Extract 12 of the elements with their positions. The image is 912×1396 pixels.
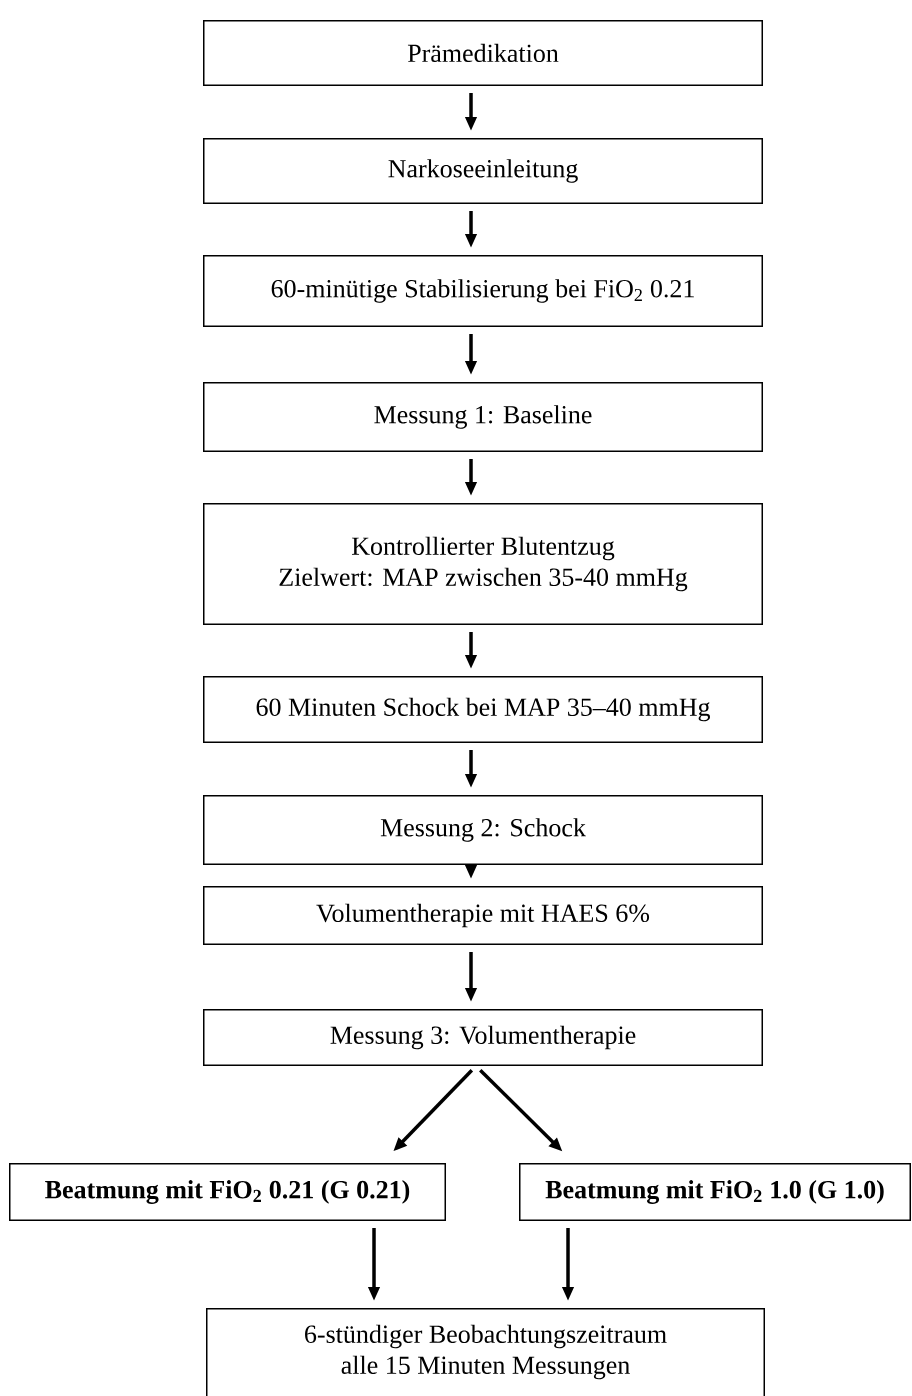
process-box: 6-stündiger Beobachtungszeitraum alle 15 Minuten Messungen [206,1308,765,1396]
process-box: Beatmung mit FiO$_{2}$ 0.21 (G 0.21) [9,1163,446,1221]
process-box: Messung 3: Volumentherapie [203,1009,763,1066]
process-box: Narkoseeinleitung [203,138,763,204]
process-box: Kontrollierter Blutentzug Zielwert: MAP zwischen 35-40 mmHg [203,503,763,625]
process-box: Messung 2: Schock [203,795,763,865]
process-box: Volumentherapie mit HAES 6% [203,886,763,945]
process-box: Messung 1: Baseline [203,382,763,452]
process-box: Beatmung mit FiO$_{2}$ 1.0 (G 1.0) [519,1163,911,1221]
process-box: 60-minütige Stabilisierung bei FiO$_{2}$ 0.21 [203,255,763,327]
process-box: 60 Minuten Schock bei MAP 35–40 mmHg [203,676,763,743]
process-box: Prämedikation [203,20,763,86]
